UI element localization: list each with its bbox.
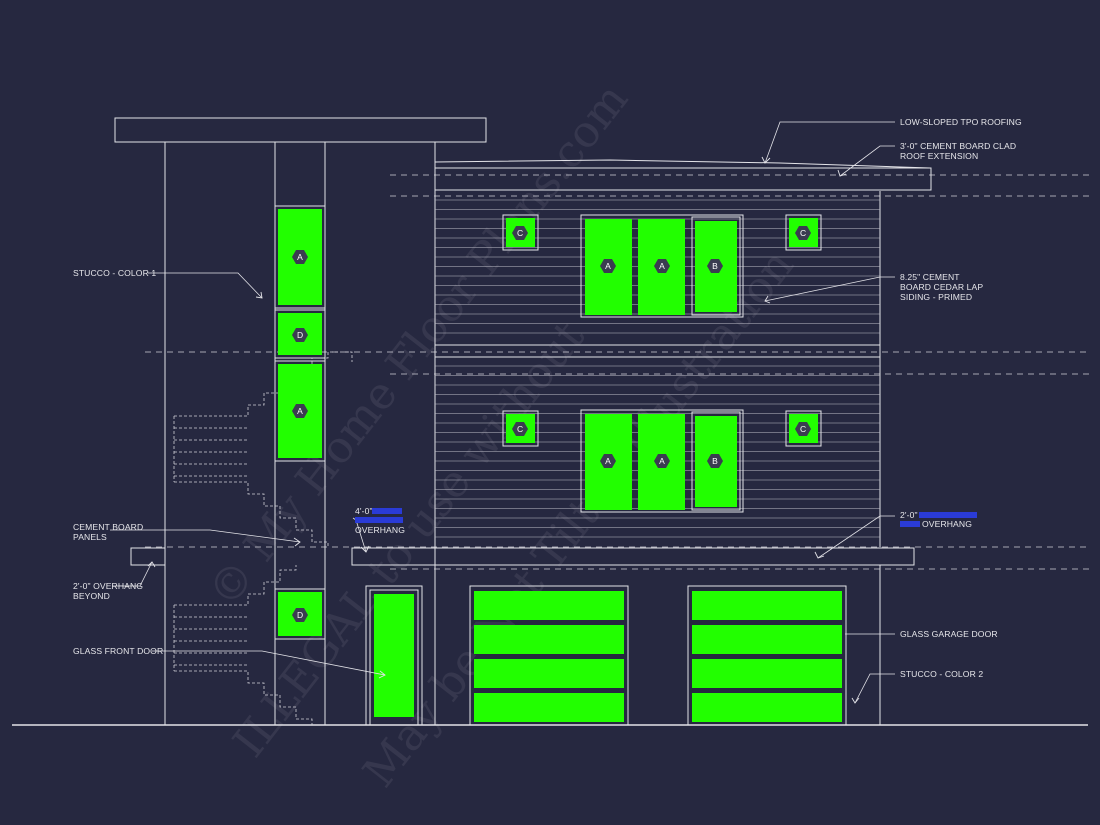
label-overhang-left-1: 4'-0" <box>355 506 373 516</box>
svg-text:A: A <box>297 252 303 262</box>
label-stucco-2: STUCCO - COLOR 2 <box>900 669 983 679</box>
svg-text:A: A <box>659 456 665 466</box>
label-cement-board-2: PANELS <box>73 532 107 542</box>
tag-a-lower-2: A <box>654 454 670 468</box>
tag-d-tower-top: D <box>292 328 308 342</box>
garage-left-panel-4 <box>474 693 624 722</box>
tag-b-upper: B <box>707 259 723 273</box>
label-glass-front-door: GLASS FRONT DOOR <box>73 646 163 656</box>
annotations: LOW-SLOPED TPO ROOFING 3'-0" CEMENT BOAR… <box>73 117 1022 679</box>
arrowheads <box>147 156 860 704</box>
svg-text:A: A <box>605 261 611 271</box>
svg-text:B: B <box>712 456 718 466</box>
garage-left-panel-1 <box>474 591 624 620</box>
tag-a-upper-2: A <box>654 259 670 273</box>
tag-c-upper-left: C <box>512 226 528 240</box>
garage-right-panel-3 <box>692 659 842 688</box>
tower-windows <box>274 205 326 640</box>
garage-door-right <box>687 585 847 726</box>
garage-right-panel-4 <box>692 693 842 722</box>
svg-text:D: D <box>297 610 303 620</box>
svg-text:C: C <box>517 424 523 434</box>
tag-c-upper-right: C <box>795 226 811 240</box>
stairs-dashed <box>173 351 353 725</box>
svg-text:C: C <box>800 424 806 434</box>
label-stucco-1: STUCCO - COLOR 1 <box>73 268 156 278</box>
garage-door-left <box>469 585 629 726</box>
redacted-text-2 <box>355 517 403 523</box>
svg-text:A: A <box>605 456 611 466</box>
leader-lines <box>110 121 895 704</box>
svg-text:A: A <box>659 261 665 271</box>
label-cement-board-1: CEMENT BOARD <box>73 522 143 532</box>
tag-a-tower-mid: A <box>292 404 308 418</box>
tag-d-tower-bottom: D <box>292 608 308 622</box>
garage-right-panel-1 <box>692 591 842 620</box>
overhang-main <box>351 547 915 566</box>
label-glass-garage-door: GLASS GARAGE DOOR <box>900 629 998 639</box>
overhang-left <box>130 547 166 566</box>
label-siding-2: BOARD CEDAR LAP <box>900 282 983 292</box>
front-door-glass <box>374 594 414 717</box>
label-overhang-right-1: 2'-0" <box>900 510 918 520</box>
label-overhang-left-3: OVERHANG <box>355 525 405 535</box>
svg-text:B: B <box>712 261 718 271</box>
redacted-text-1 <box>372 508 402 514</box>
window-tags: A D A D C C A A B C C A A B <box>292 226 811 622</box>
tag-b-lower: B <box>707 454 723 468</box>
roof-extension-board <box>434 167 932 191</box>
tag-a-upper-1: A <box>600 259 616 273</box>
roof-cap <box>114 117 487 143</box>
label-siding-1: 8.25" CEMENT <box>900 272 960 282</box>
label-roof-extension-2: ROOF EXTENSION <box>900 151 978 161</box>
label-overhang-right-2: OVERHANG <box>922 519 972 529</box>
tag-a-tower-top: A <box>292 250 308 264</box>
garage-left-panel-2 <box>474 625 624 654</box>
label-siding-3: SIDING - PRIMED <box>900 292 972 302</box>
label-overhang-beyond-1: 2'-0" OVERHANG <box>73 581 143 591</box>
tag-a-lower-1: A <box>600 454 616 468</box>
tag-c-lower-left: C <box>512 422 528 436</box>
front-door <box>365 585 423 726</box>
label-roof-extension-1: 3'-0" CEMENT BOARD CLAD <box>900 141 1016 151</box>
svg-text:C: C <box>517 228 523 238</box>
svg-text:D: D <box>297 330 303 340</box>
label-overhang-beyond-2: BEYOND <box>73 591 110 601</box>
garage-right-panel-2 <box>692 625 842 654</box>
svg-text:C: C <box>800 228 806 238</box>
redacted-text-3 <box>919 512 977 518</box>
redacted-text-4 <box>900 521 920 527</box>
main-windows <box>502 214 822 513</box>
tag-c-lower-right: C <box>795 422 811 436</box>
svg-text:A: A <box>297 406 303 416</box>
label-low-sloped-roof: LOW-SLOPED TPO ROOFING <box>900 117 1022 127</box>
garage-left-panel-3 <box>474 659 624 688</box>
